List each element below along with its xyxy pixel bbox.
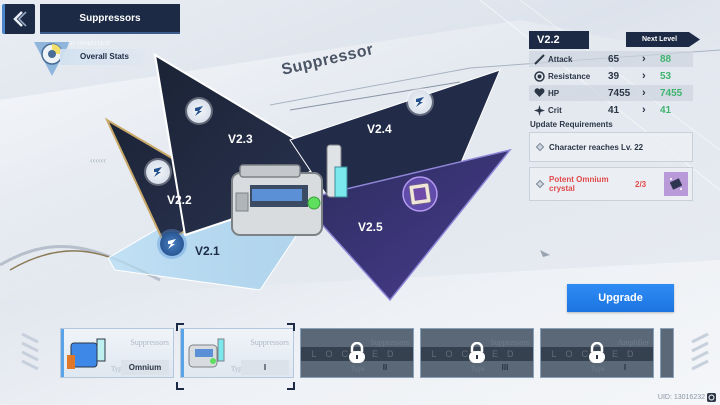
stat-name: Attack — [548, 54, 573, 64]
node-v2-1-label[interactable]: V2.1 — [195, 244, 220, 258]
equipment-card-amplifier-locked[interactable]: Amplifier Type I LOCKED — [540, 328, 654, 378]
stat-name: HP — [548, 88, 560, 98]
suppressor-device — [231, 144, 348, 236]
stat-name: Resistance — [548, 71, 591, 81]
card-accent — [181, 329, 184, 377]
card-category: Suppressors — [370, 338, 409, 347]
stat-row-hp: HP 7455 › 7455 — [529, 85, 693, 101]
card-type-value: II — [382, 363, 388, 372]
diamond-bullet-icon — [535, 179, 545, 189]
back-button[interactable] — [2, 4, 35, 34]
diagram-title: Suppressor — [279, 41, 376, 79]
card-type-label: Type — [591, 365, 605, 373]
card-category: Suppressors — [490, 338, 529, 347]
equipment-card-type-3-locked[interactable]: Suppressors Type III LOCKED — [420, 328, 534, 378]
lightning-glyph-icon — [154, 167, 162, 177]
node-v2-1-icon[interactable] — [160, 232, 184, 256]
stat-name: Crit — [548, 105, 562, 115]
requirement-text: Potent Omnium crystal — [549, 175, 609, 193]
selection-bracket — [176, 382, 184, 390]
card-type-value: III — [501, 363, 509, 372]
lock-icon — [349, 342, 365, 363]
stat-value: 65 — [608, 53, 620, 65]
upgrade-button[interactable]: Upgrade — [567, 284, 674, 312]
selection-bracket — [176, 323, 184, 331]
card-type-label: Type — [471, 365, 485, 373]
stat-next-value: 7455 — [660, 87, 683, 99]
lightning-glyph-icon — [195, 106, 203, 116]
svg-text:‹‹‹‹‹‹: ‹‹‹‹‹‹ — [90, 156, 106, 165]
next-level-header: Next Level — [626, 32, 700, 47]
node-v2-4-label[interactable]: V2.4 — [367, 122, 392, 136]
stat-value: 7455 — [608, 87, 631, 99]
node-v2-5-label[interactable]: V2.5 — [358, 220, 383, 234]
overall-stats-label: Overall Stats — [60, 49, 145, 65]
equipment-card-omnium[interactable]: Suppressors Type Omnium — [60, 328, 174, 378]
card-category: Suppressors — [250, 338, 289, 347]
card-category: Amplifier — [617, 338, 649, 347]
selection-bracket — [287, 323, 295, 331]
requirement-crystal[interactable]: Potent Omnium crystal 2/3 — [529, 167, 693, 201]
card-type-label: Type — [111, 365, 125, 373]
chevron-right-icon: › — [642, 87, 646, 99]
equipment-card-type-2-locked[interactable]: Suppressors Type II LOCKED — [300, 328, 414, 378]
card-type-label: Type — [351, 365, 365, 373]
chevron-left-double-icon — [13, 11, 27, 27]
diamond-bullet-icon — [535, 142, 545, 152]
selection-bracket — [287, 382, 295, 390]
lock-icon — [589, 342, 605, 363]
overall-stats-button[interactable]: ATTRIBUTES Overall Stats — [20, 36, 145, 80]
omnium-crystal-item-icon[interactable] — [664, 172, 688, 196]
lock-icon — [469, 342, 485, 363]
lightning-glyph-icon — [416, 97, 424, 107]
stat-row-resistance: Resistance 39 › 53 — [529, 68, 693, 84]
current-version-badge: V2.2 — [529, 31, 589, 49]
attributes-caption: ATTRIBUTES — [68, 41, 110, 47]
scroll-right-indicator[interactable] — [690, 330, 712, 370]
requirements-title: Update Requirements — [530, 120, 613, 129]
node-v2-3-label[interactable]: V2.3 — [228, 132, 253, 146]
requirement-text: Character reaches Lv. 22 — [549, 142, 644, 152]
equipment-card-partial[interactable] — [660, 328, 674, 378]
stat-next-value: 41 — [660, 104, 672, 116]
node-v2-2-label[interactable]: V2.2 — [167, 193, 192, 207]
card-category: Suppressors — [130, 338, 169, 347]
chevron-right-icon: › — [642, 53, 646, 65]
scroll-left-indicator[interactable] — [20, 330, 42, 370]
sword-icon — [532, 53, 546, 65]
shield-gear-icon — [532, 70, 546, 82]
equipment-card-type-1[interactable]: Suppressors Type I — [180, 328, 294, 378]
node-v2-2-icon[interactable] — [146, 160, 170, 184]
heart-icon — [532, 88, 546, 98]
type-1-suppressor-thumb — [188, 338, 225, 368]
requirement-level: Character reaches Lv. 22 — [529, 132, 693, 162]
card-type-value: Omnium — [121, 360, 169, 375]
requirement-count: 2/3 — [635, 179, 647, 189]
chevron-right-icon: › — [642, 70, 646, 82]
card-type-label: Type — [231, 365, 245, 373]
card-accent — [61, 329, 64, 377]
page-title: Suppressors — [40, 4, 180, 34]
chevron-right-icon: › — [642, 104, 646, 116]
omnium-suppressor-thumb — [67, 338, 106, 369]
uid-display: UID: 13016232 — [658, 393, 716, 402]
crit-burst-icon — [532, 104, 546, 116]
stat-row-crit: Crit 41 › 41 — [529, 102, 693, 118]
card-type-value: I — [623, 363, 627, 372]
stat-value: 41 — [608, 104, 620, 116]
uid-text: UID: 13016232 — [657, 394, 705, 401]
node-v2-3-icon[interactable] — [187, 99, 211, 123]
card-type-value: I — [241, 360, 289, 375]
stat-next-value: 53 — [660, 70, 672, 82]
copy-uid-icon[interactable] — [707, 393, 716, 402]
stat-value: 39 — [608, 70, 620, 82]
stat-row-attack: Attack 65 › 88 — [529, 51, 693, 67]
lightning-glyph-icon — [168, 239, 176, 249]
node-v2-4-icon[interactable] — [408, 90, 432, 114]
stat-next-value: 88 — [660, 53, 672, 65]
